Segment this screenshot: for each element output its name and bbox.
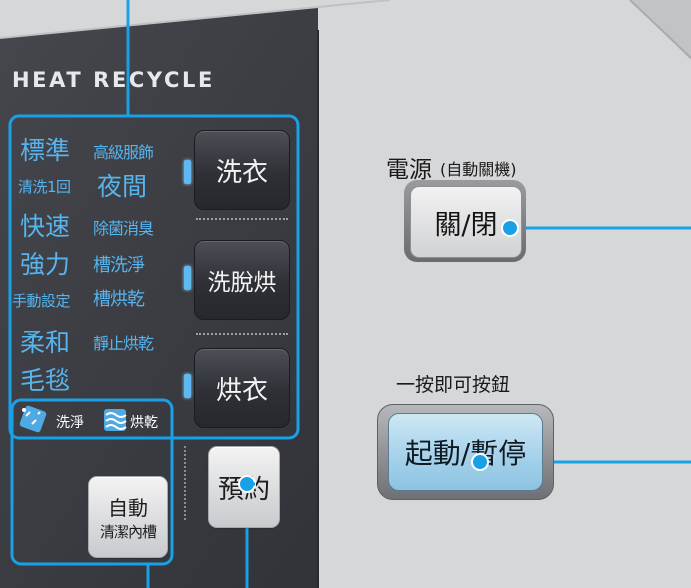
power-note: (自動關機)	[440, 160, 517, 179]
dry-button[interactable]: 烘衣	[194, 348, 290, 428]
wash-spin-dry-indicator-light	[184, 266, 191, 290]
program-strong: 強力	[20, 250, 71, 279]
program-tub-wash: 槽洗淨	[93, 255, 145, 276]
program-night: 夜間	[97, 172, 148, 201]
auto-clean-tub-button[interactable]: 自動 清潔內槽	[88, 476, 168, 558]
program-quick: 快速	[20, 212, 71, 241]
wash-spin-dry-button[interactable]: 洗脫烘	[194, 240, 290, 320]
clean-tub-label: 清潔內槽	[99, 523, 157, 541]
separator-dots	[196, 218, 288, 220]
wash-indicator-light	[184, 160, 191, 184]
legend-wash-label: 洗淨	[56, 415, 84, 431]
program-gentle: 柔和	[20, 328, 71, 357]
start-pause-button[interactable]: 起動/暫停	[388, 413, 543, 491]
program-blanket: 毛毯	[20, 366, 71, 395]
dry-indicator-light	[184, 374, 191, 398]
separator-dots	[196, 333, 288, 335]
auto-clean-label: 自動	[108, 496, 148, 520]
program-manual-setting: 手動設定	[12, 292, 71, 310]
wash-sparkle-icon	[19, 405, 47, 433]
program-tub-dry: 槽烘乾	[93, 289, 145, 310]
brand-label: HEAT RECYCLE	[12, 68, 215, 92]
power-title: 電源	[386, 157, 432, 183]
reserve-button[interactable]: 預約	[208, 446, 280, 528]
one-touch-label: 一按即可按鈕	[396, 374, 511, 396]
wash-button[interactable]: 洗衣	[194, 130, 290, 210]
power-off-button[interactable]: 關/閉	[410, 186, 522, 258]
legend-dry-label: 烘乾	[130, 415, 158, 431]
program-premium-clothes: 高級服飾	[93, 143, 154, 162]
program-sterilize-deodorize: 除菌消臭	[93, 219, 154, 238]
program-standard: 標準	[20, 136, 71, 165]
separator-dots-vertical	[184, 446, 186, 520]
program-rinse-once: 清洗1回	[18, 178, 71, 196]
dry-wave-icon	[104, 409, 127, 431]
program-static-dry: 靜止烘乾	[93, 334, 154, 353]
